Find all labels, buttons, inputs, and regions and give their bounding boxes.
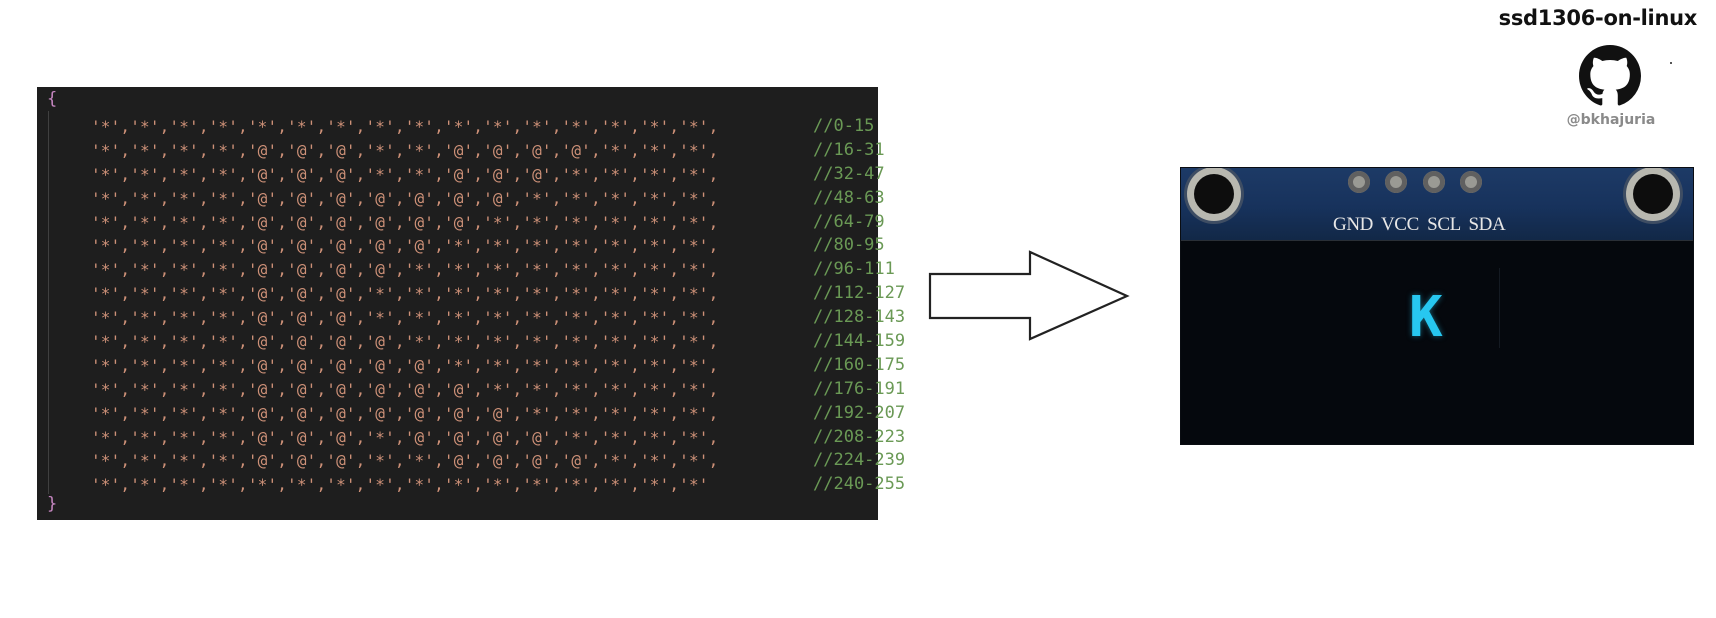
code-row-cells: '*','*','*','*','@','@','@','@','@','@',… <box>91 212 719 232</box>
code-row: '*','*','*','*','@','@','@','@','@','*',… <box>91 234 885 258</box>
code-row-comment: //224-239 <box>813 450 906 471</box>
code-row: '*','*','*','*','@','@','@','*','*','*',… <box>91 282 905 306</box>
header-pin <box>1385 171 1407 193</box>
header-pin <box>1348 171 1370 193</box>
code-row: '*','*','*','*','@','@','@','@','*','*',… <box>91 258 895 282</box>
code-row-cells: '*','*','*','*','@','@','@','@','@','*',… <box>91 236 719 256</box>
code-row-cells: '*','*','*','*','@','@','@','*','*','@',… <box>91 164 719 184</box>
code-row: '*','*','*','*','@','@','@','*','*','@',… <box>91 163 885 187</box>
code-row-cells: '*','*','*','*','*','*','*','*','*','*',… <box>91 117 719 136</box>
brand-handle: @bkhajuria <box>1566 112 1656 128</box>
code-row: '*','*','*','*','@','@','@','@','@','@',… <box>91 211 885 235</box>
code-row: '*','*','*','*','@','@','@','@','@','@',… <box>91 378 905 402</box>
code-row: '*','*','*','*','@','@','@','@','@','@',… <box>91 187 885 211</box>
screen-artifact <box>1499 268 1500 348</box>
code-row: '*','*','*','*','@','@','@','*','*','@',… <box>91 139 885 163</box>
code-row-cells: '*','*','*','*','@','@','@','@','@','*',… <box>91 355 719 375</box>
oled-screen <box>1181 240 1693 444</box>
code-row-comment: //208-223 <box>813 426 906 447</box>
code-row-comment: //192-207 <box>813 402 906 423</box>
header-pin <box>1460 171 1482 193</box>
code-row: '*','*','*','*','@','@','@','*','*','@',… <box>91 449 905 473</box>
right-arrow-icon <box>928 250 1130 341</box>
code-row-cells: '*','*','*','*','@','@','@','@','@','@',… <box>91 379 719 399</box>
open-brace: { <box>47 89 58 109</box>
code-row-comment: //128-143 <box>813 307 906 328</box>
code-row-comment: //112-127 <box>813 283 906 304</box>
code-row-cells: '*','*','*','*','@','@','@','*','@','@',… <box>91 427 719 447</box>
code-row-cells: '*','*','*','*','@','@','@','@','*','*',… <box>91 332 719 352</box>
oled-displayed-char: K <box>1409 285 1443 350</box>
code-row-comment: //176-191 <box>813 378 906 399</box>
code-row-cells: '*','*','*','*','@','@','@','@','@','@',… <box>91 188 719 208</box>
code-row-cells: '*','*','*','*','@','@','@','@','*','*',… <box>91 260 719 280</box>
code-row-comment: //64-79 <box>813 211 885 232</box>
code-row-comment: //240-255 <box>813 474 906 495</box>
code-row-comment: //0-15 <box>813 116 875 136</box>
decorative-dot <box>1670 62 1672 64</box>
code-row: '*','*','*','*','*','*','*','*','*','*',… <box>91 115 874 139</box>
oled-display-photo: GND VCC SCL SDA K <box>1180 167 1694 445</box>
header-pin <box>1423 171 1445 193</box>
code-row: '*','*','*','*','@','@','@','@','*','*',… <box>91 330 905 354</box>
code-row-comment: //32-47 <box>813 163 885 184</box>
code-row: '*','*','*','*','@','@','@','@','@','@',… <box>91 402 905 426</box>
code-row-comment: //96-111 <box>813 259 895 280</box>
brand-title: ssd1306-on-linux <box>1498 6 1698 30</box>
code-row-cells: '*','*','*','*','@','@','@','*','*','*',… <box>91 308 719 328</box>
pin-labels: GND VCC SCL SDA <box>1333 214 1506 235</box>
code-row-cells: '*','*','*','*','@','@','@','@','@','@',… <box>91 403 719 423</box>
code-row: '*','*','*','*','@','@','@','@','@','*',… <box>91 354 905 378</box>
code-row: '*','*','*','*','*','*','*','*','*','*',… <box>91 473 905 497</box>
code-row-cells: '*','*','*','*','*','*','*','*','*','*',… <box>91 475 709 495</box>
code-rows: '*','*','*','*','*','*','*','*','*','*',… <box>91 115 905 497</box>
github-icon <box>1579 45 1641 106</box>
code-row-comment: //48-63 <box>813 187 885 208</box>
close-brace: } <box>47 494 58 514</box>
mounting-hole-left <box>1194 174 1234 214</box>
code-row-comment: //16-31 <box>813 139 885 160</box>
code-row: '*','*','*','*','@','@','@','*','*','*',… <box>91 306 905 330</box>
oled-pcb <box>1181 168 1693 240</box>
indent-guide <box>48 111 49 494</box>
code-row-cells: '*','*','*','*','@','@','@','*','*','@',… <box>91 140 719 160</box>
code-row-comment: //144-159 <box>813 331 906 352</box>
mounting-hole-right <box>1633 174 1673 214</box>
code-row-comment: //80-95 <box>813 235 885 256</box>
code-row: '*','*','*','*','@','@','@','*','@','@',… <box>91 426 905 450</box>
code-row-cells: '*','*','*','*','@','@','@','*','*','*',… <box>91 284 719 304</box>
code-panel: { '*','*','*','*','*','*','*','*','*','*… <box>37 87 905 520</box>
code-row-cells: '*','*','*','*','@','@','@','*','*','@',… <box>91 451 719 471</box>
code-row-comment: //160-175 <box>813 354 906 375</box>
